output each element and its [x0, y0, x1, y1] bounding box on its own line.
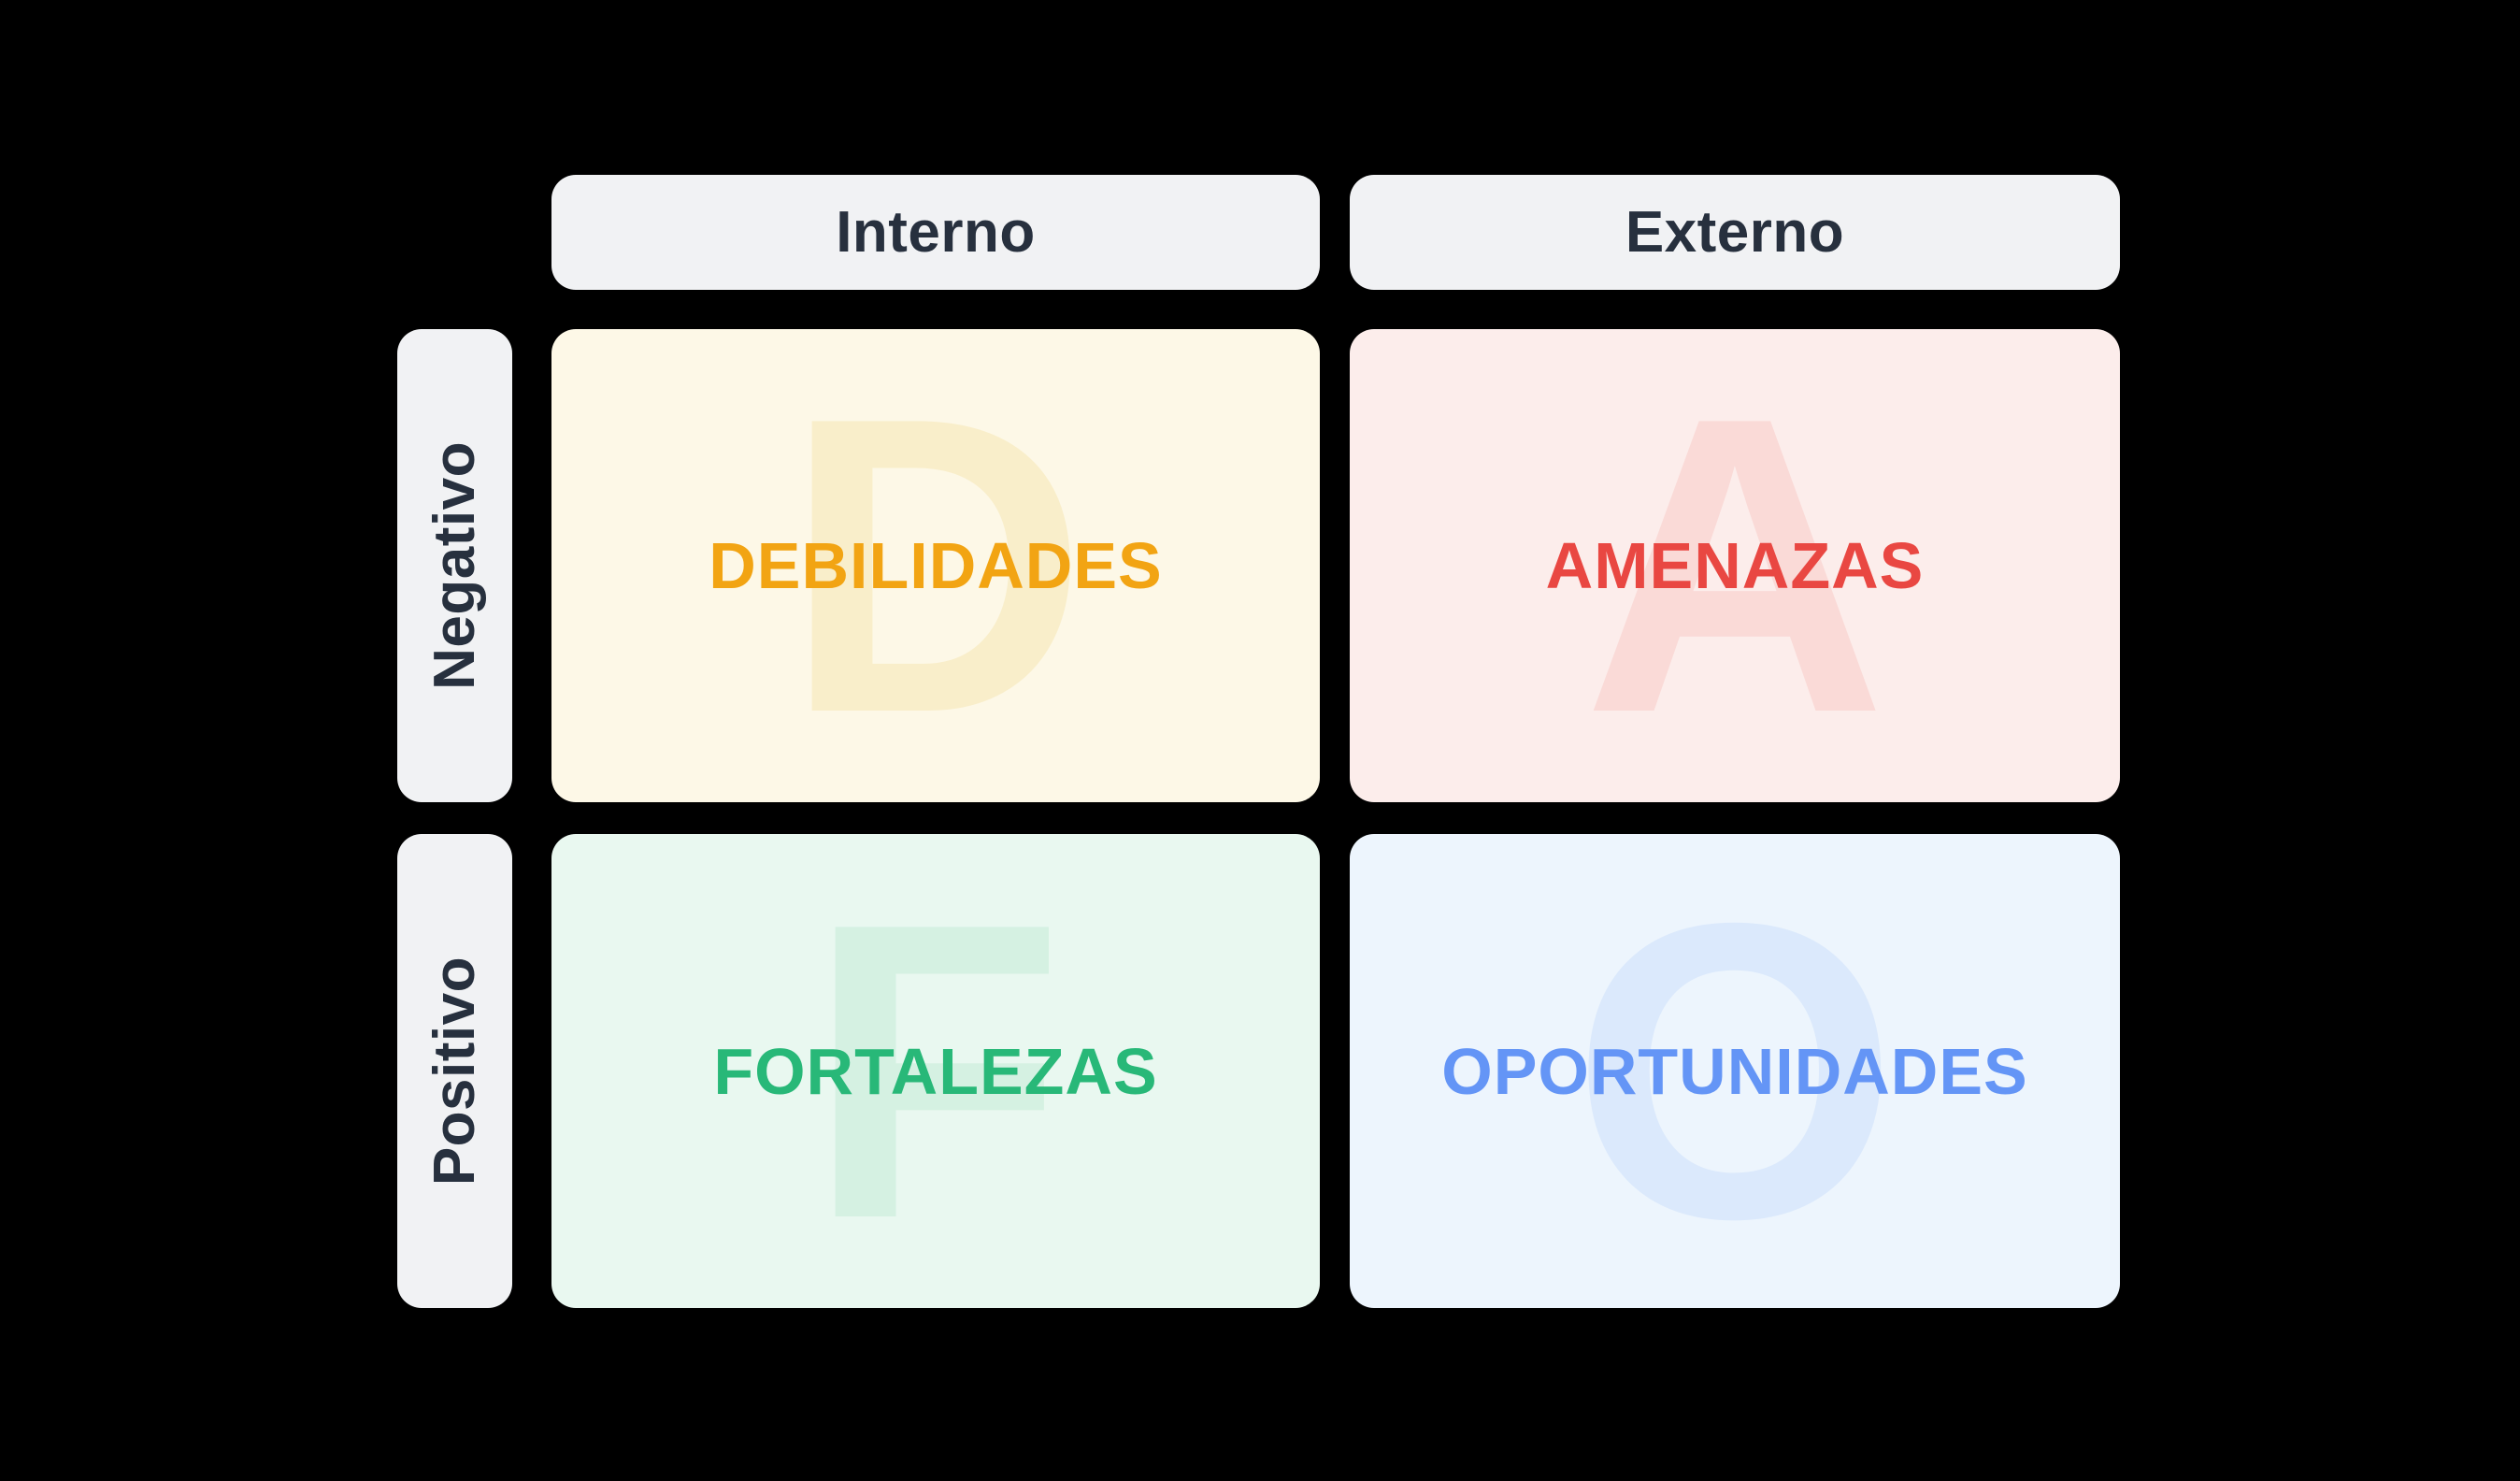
quadrant-debilidades-title: DEBILIDADES	[709, 529, 1163, 602]
column-header-externo: Externo	[1350, 175, 2120, 290]
row-header-positivo: Positivo	[397, 834, 512, 1308]
quadrant-oportunidades: O OPORTUNIDADES	[1350, 834, 2120, 1308]
quadrant-fortalezas-title: FORTALEZAS	[713, 1034, 1158, 1108]
quadrant-amenazas-title: AMENAZAS	[1545, 529, 1925, 602]
row-header-negativo: Negativo	[397, 329, 512, 802]
row-header-negativo-label: Negativo	[422, 441, 487, 690]
quadrant-fortalezas: F FORTALEZAS	[551, 834, 1320, 1308]
column-header-interno-label: Interno	[836, 200, 1036, 265]
column-header-interno: Interno	[551, 175, 1320, 290]
quadrant-debilidades: D DEBILIDADES	[551, 329, 1320, 802]
quadrant-amenazas: A AMENAZAS	[1350, 329, 2120, 802]
column-header-externo-label: Externo	[1625, 200, 1845, 265]
quadrant-oportunidades-title: OPORTUNIDADES	[1441, 1034, 2028, 1108]
row-header-positivo-label: Positivo	[422, 956, 487, 1186]
